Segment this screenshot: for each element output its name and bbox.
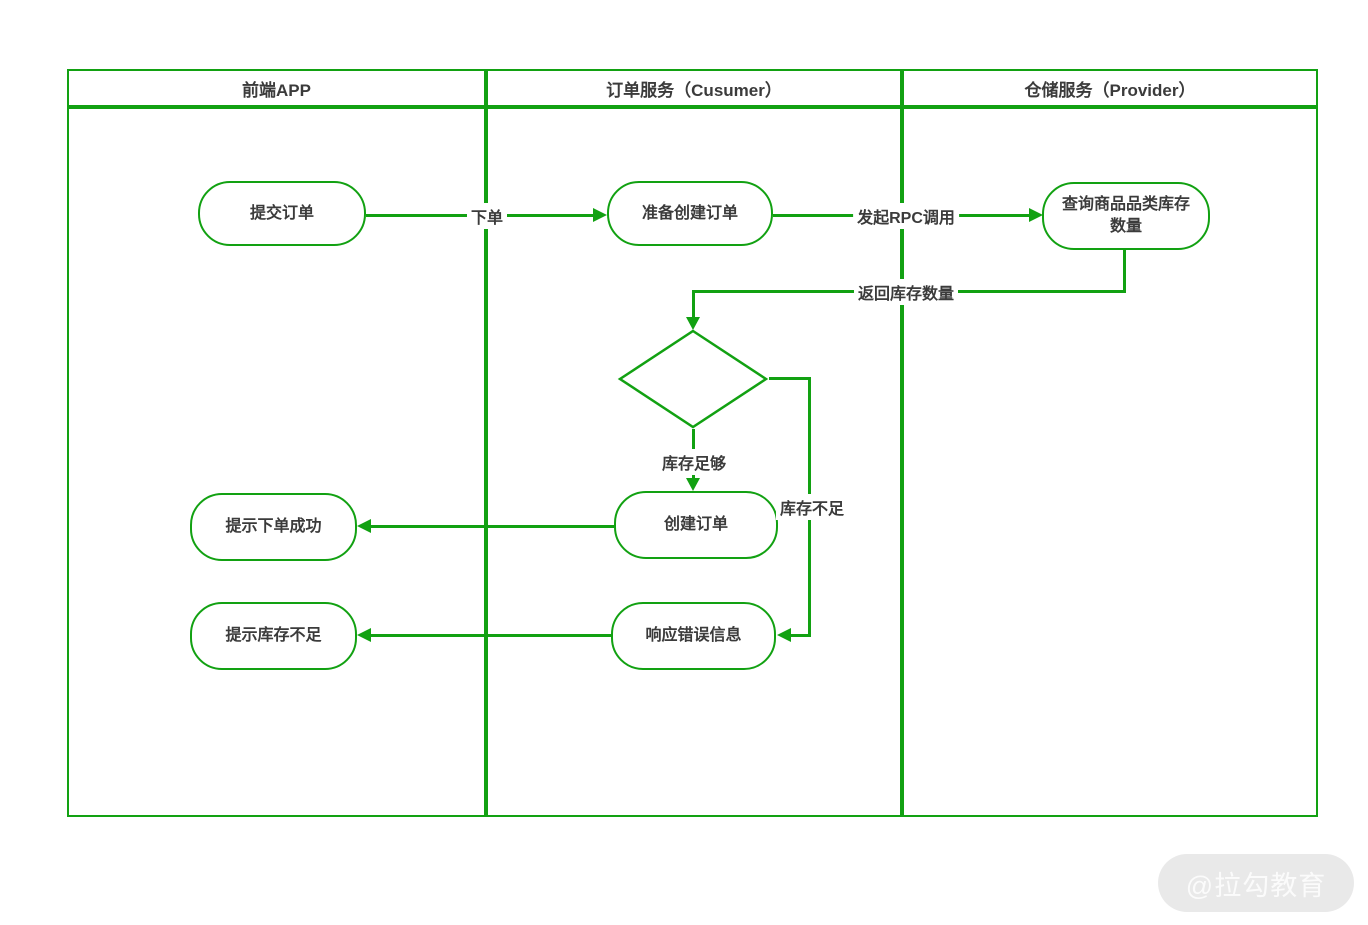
watermark-text: @拉勾教育 (1185, 870, 1327, 901)
arrowhead-left-icon (357, 628, 371, 642)
node-label: 响应错误信息 (645, 627, 742, 645)
node-create-order: 创建订单 (614, 491, 778, 559)
edge-label-return-stock: 返回库存数量 (853, 279, 959, 305)
edge-label-place-order: 下单 (466, 203, 508, 229)
node-notify-out-of-stock: 提示库存不足 (190, 602, 357, 670)
lane-body-order-service (486, 107, 902, 817)
edge-label-rpc-call: 发起RPC调用 (853, 203, 959, 229)
node-label: 提示库存不足 (225, 627, 322, 645)
node-submit-order: 提交订单 (198, 181, 366, 246)
edge-into-respond-error (791, 634, 808, 637)
lane-header-frontend-app: 前端APP (67, 69, 486, 107)
arrowhead-right-icon (593, 208, 607, 222)
node-label: 创建订单 (663, 516, 728, 534)
watermark-badge: @拉勾教育 (1158, 854, 1354, 912)
arrowhead-left-icon (357, 519, 371, 533)
node-label: 提交订单 (249, 204, 314, 222)
edge-error-to-oos (371, 634, 611, 637)
arrowhead-right-icon (1029, 208, 1043, 222)
arrowhead-down-icon (686, 478, 700, 491)
node-prepare-create-order: 准备创建订单 (607, 181, 773, 246)
lane-header-order-service: 订单服务（Cusumer） (486, 69, 902, 107)
arrowhead-down-icon (686, 317, 700, 330)
node-query-stock: 查询商品品类库存数量 (1042, 182, 1210, 250)
lane-title: 仓储服务（Provider） (1024, 80, 1196, 100)
edge-label-stock-enough: 库存足够 (657, 449, 731, 475)
edge-return-to-decision (692, 290, 695, 318)
edge-decision-right-horizontal (769, 377, 811, 380)
edge-create-to-success (371, 525, 614, 528)
edge-query-return-vertical (1123, 250, 1126, 293)
decision-diamond (617, 329, 769, 429)
lane-title: 前端APP (242, 80, 311, 100)
node-notify-success: 提示下单成功 (190, 493, 357, 561)
lane-body-frontend-app (67, 107, 486, 817)
lane-title: 订单服务（Cusumer） (606, 80, 782, 100)
node-label: 准备创建订单 (641, 204, 738, 222)
edge-label-stock-insufficient: 库存不足 (775, 494, 849, 520)
lane-header-warehouse-service: 仓储服务（Provider） (902, 69, 1318, 107)
node-respond-error: 响应错误信息 (611, 602, 776, 670)
node-label: 查询商品品类库存数量 (1061, 196, 1190, 235)
node-label: 提示下单成功 (225, 518, 322, 536)
arrowhead-left-icon (777, 628, 791, 642)
lane-body-warehouse-service (902, 107, 1318, 817)
